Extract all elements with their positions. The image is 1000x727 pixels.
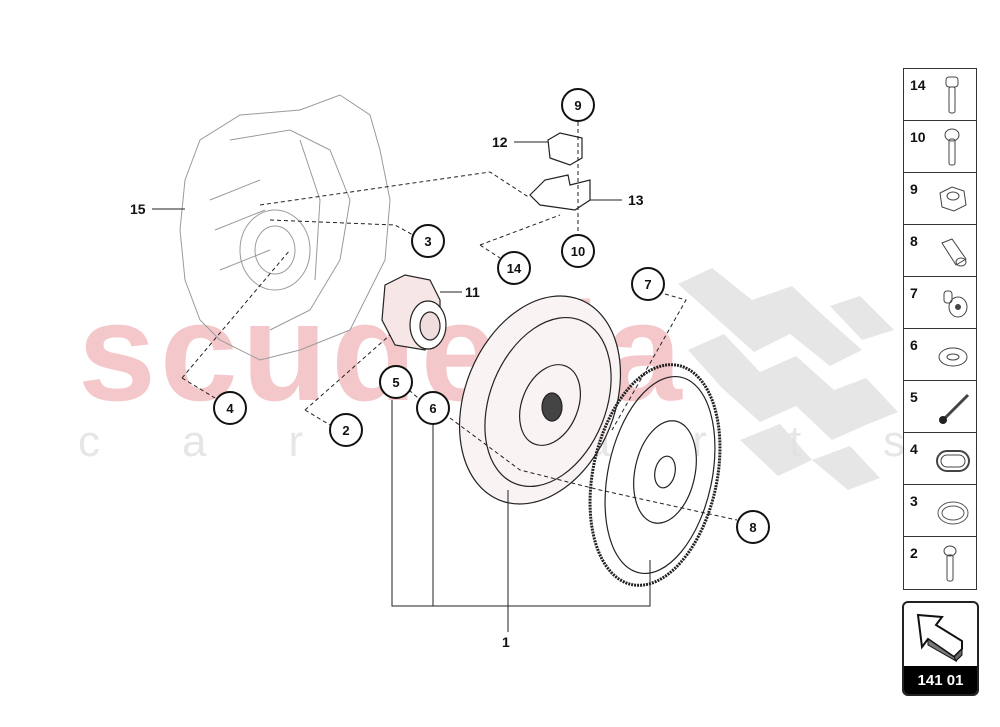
hex-nut-icon <box>939 186 967 212</box>
clutch-assembly <box>458 295 622 505</box>
legend-item-4[interactable]: 4 <box>904 433 976 485</box>
sensor-bracket <box>529 132 591 211</box>
callout-10[interactable]: 10 <box>561 234 595 268</box>
callout-9[interactable]: 9 <box>561 88 595 122</box>
long-bolt-icon <box>939 393 970 424</box>
legend-item-14[interactable]: 14 <box>904 69 976 121</box>
legend-item-2[interactable]: 2 <box>904 537 976 589</box>
socket-head-bolt-icon <box>945 76 959 114</box>
callout-4[interactable]: 4 <box>213 391 247 425</box>
callout-12[interactable]: 12 <box>492 134 508 150</box>
callout-14[interactable]: 14 <box>497 251 531 285</box>
o-ring-icon <box>937 501 969 525</box>
washer-icon <box>938 347 968 367</box>
callout-7[interactable]: 7 <box>631 267 665 301</box>
dowel-pin-icon <box>941 238 967 267</box>
callout-2[interactable]: 2 <box>329 413 363 447</box>
oval-gasket-icon <box>936 450 970 472</box>
back-navigation-button[interactable]: 141 01 <box>902 601 979 696</box>
page-code: 141 01 <box>904 666 977 694</box>
short-bolt-icon <box>943 545 957 582</box>
transmission-housing <box>179 94 391 361</box>
legend-item-5[interactable]: 5 <box>904 381 976 433</box>
legend-item-8[interactable]: 8 <box>904 225 976 277</box>
callout-5[interactable]: 5 <box>379 365 413 399</box>
parts-legend: 14 10 9 8 7 6 5 4 3 2 <box>903 68 977 590</box>
legend-item-10[interactable]: 10 <box>904 121 976 173</box>
flanged-bolt-icon <box>943 290 968 318</box>
legend-item-6[interactable]: 6 <box>904 329 976 381</box>
callout-6[interactable]: 6 <box>416 391 450 425</box>
callout-3[interactable]: 3 <box>411 224 445 258</box>
callout-8[interactable]: 8 <box>736 510 770 544</box>
flywheel <box>588 363 722 587</box>
legend-item-3[interactable]: 3 <box>904 485 976 537</box>
release-bearing <box>381 274 447 351</box>
bolt-icon <box>944 128 960 166</box>
callout-1[interactable]: 1 <box>502 634 510 650</box>
callout-11[interactable]: 11 <box>465 284 480 300</box>
callout-13[interactable]: 13 <box>628 192 644 208</box>
arrow-back-icon <box>916 613 963 663</box>
legend-item-7[interactable]: 7 <box>904 277 976 329</box>
legend-item-9[interactable]: 9 <box>904 173 976 225</box>
callout-15[interactable]: 15 <box>130 201 146 217</box>
